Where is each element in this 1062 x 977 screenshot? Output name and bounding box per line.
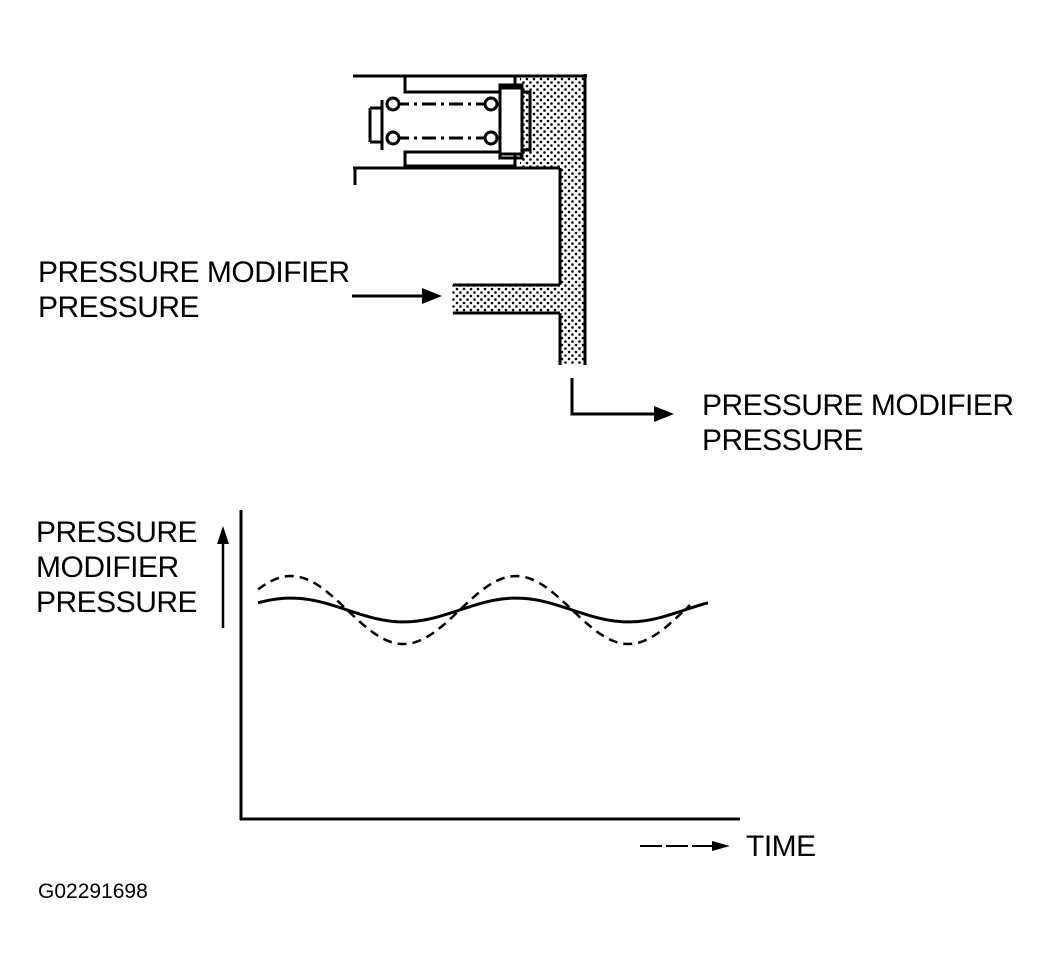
time-arrow	[640, 841, 730, 851]
dashed-pressure-curve	[257, 574, 691, 646]
valve-spool	[368, 76, 532, 168]
inlet-label-line2: PRESSURE	[38, 291, 200, 324]
outlet-pressure-label: PRESSURE MODIFIER PRESSURE	[702, 388, 1014, 458]
figure-code: G02291698	[38, 880, 148, 903]
outlet-label-line1: PRESSURE MODIFIER	[702, 389, 1014, 422]
solid-pressure-curve	[257, 596, 709, 624]
graph-x-axis-label: TIME	[746, 830, 816, 863]
fluid-passage	[452, 76, 585, 365]
inlet-arrow	[352, 288, 442, 304]
graph-y-axis-label: PRESSURE MODIFIER PRESSURE	[36, 515, 198, 620]
ylabel-line1: PRESSURE	[36, 516, 198, 549]
ylabel-line2: MODIFIER	[36, 551, 179, 584]
outlet-arrow	[570, 378, 674, 422]
inlet-label-line1: PRESSURE MODIFIER	[38, 256, 350, 289]
inlet-pressure-label: PRESSURE MODIFIER PRESSURE	[38, 255, 350, 325]
y-direction-arrow	[217, 526, 229, 628]
spool-land	[498, 86, 524, 156]
outlet-label-line2: PRESSURE	[702, 424, 864, 457]
graph-axes	[239, 510, 740, 821]
ylabel-line3: PRESSURE	[36, 586, 198, 619]
valve-body	[353, 74, 587, 365]
